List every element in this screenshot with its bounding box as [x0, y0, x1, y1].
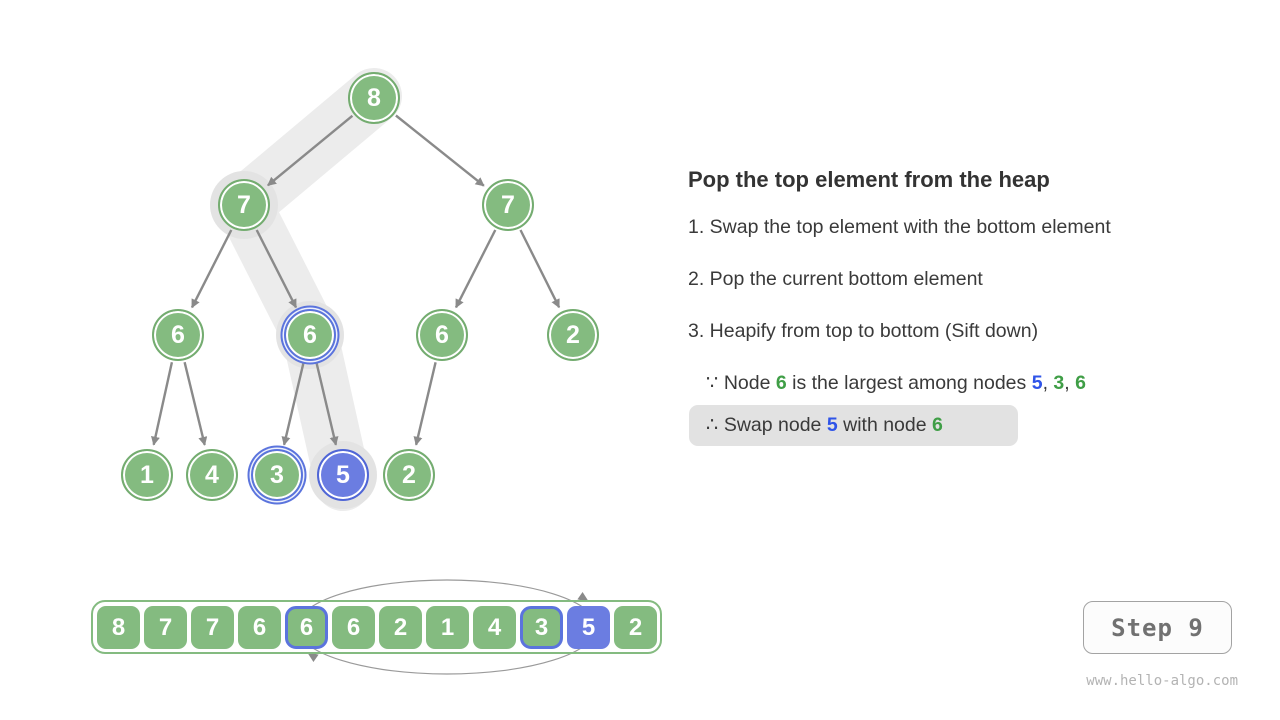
edge-arrow [255, 229, 298, 309]
node-6-ref: 6 [775, 372, 787, 394]
sift-down-path-highlight [216, 68, 402, 511]
tree-node: 6 [152, 309, 204, 361]
step-item-3: 3. Heapify from top to bottom (Sift down… [688, 320, 1039, 342]
tree-node: 7 [482, 179, 534, 231]
array-cell-highlighted-outline: 6 [285, 606, 328, 649]
node-3-ref: 3 [1053, 372, 1065, 394]
edge-arrow [519, 229, 561, 309]
edge-arrow [267, 114, 354, 187]
swap-arrowhead [307, 652, 319, 662]
array-cell: 2 [379, 606, 422, 649]
node-6-ref: 6 [1075, 372, 1086, 394]
node-5-ref: 5 [1031, 372, 1043, 394]
edge-arrow [151, 362, 174, 446]
therefore-highlight-pill: ∴ Swap node 5 with node 6 [689, 405, 1018, 446]
therefore-text: ∴ Swap node [706, 414, 827, 436]
array-cell: 7 [191, 606, 234, 649]
swap-arrowhead [577, 592, 589, 602]
array-cell: 8 [97, 606, 140, 649]
array-cell: 1 [426, 606, 469, 649]
because-text: , [1042, 372, 1054, 394]
watermark: www.hello-algo.com [1086, 673, 1238, 689]
tree-node: 2 [383, 449, 435, 501]
tree-node-highlighted-outline: 3 [251, 449, 303, 501]
step-item-1: 1. Swap the top element with the bottom … [688, 216, 1111, 238]
step-badge[interactable]: Step 9 [1083, 601, 1232, 654]
tree-node: 7 [218, 179, 270, 231]
because-line: ∵ Node 6 is the largest among nodes 5, 3… [706, 371, 1086, 395]
array-cell: 2 [614, 606, 657, 649]
array-cell: 6 [238, 606, 281, 649]
edge-arrow [281, 362, 305, 446]
edge-arrow [454, 229, 497, 309]
panel-title: Pop the top element from the heap [688, 167, 1050, 192]
array-container [91, 600, 662, 654]
array-cell: 7 [144, 606, 187, 649]
edge-arrow [413, 362, 437, 446]
because-text: is the largest among nodes [786, 372, 1032, 394]
array-cell-highlighted-outline: 3 [520, 606, 563, 649]
edge-arrow [395, 114, 485, 187]
tree-edges [151, 114, 561, 446]
array-cell: 6 [332, 606, 375, 649]
tree-node: 1 [121, 449, 173, 501]
edge-arrow [183, 361, 208, 446]
therefore-text: with node [837, 414, 932, 436]
tree-node: 2 [547, 309, 599, 361]
edge-arrow [190, 229, 233, 309]
array-cell: 4 [473, 606, 516, 649]
tree-node-root: 8 [348, 72, 400, 124]
tree-node-highlighted-outline: 6 [284, 309, 336, 361]
tree-node-highlighted-fill: 5 [317, 449, 369, 501]
array-cell-highlighted-fill: 5 [567, 606, 610, 649]
node-6-ref: 6 [932, 414, 943, 436]
node-5-ref: 5 [826, 414, 838, 436]
because-text: , [1064, 372, 1076, 394]
tree-node: 6 [416, 309, 468, 361]
edge-arrow [315, 362, 339, 446]
step-item-2: 2. Pop the current bottom element [688, 268, 983, 290]
tree-node: 4 [186, 449, 238, 501]
because-text: ∵ Node [706, 372, 776, 394]
